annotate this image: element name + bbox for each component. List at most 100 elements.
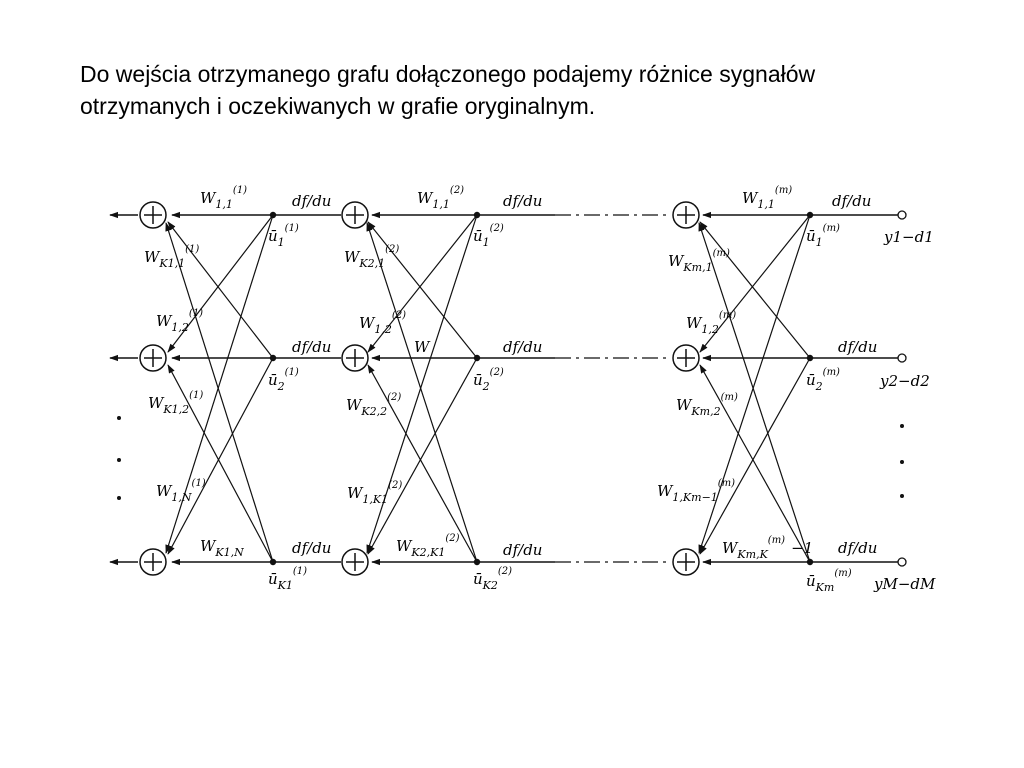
layerm-edge (699, 221, 811, 359)
input-label-1: y1−d1 (883, 228, 934, 246)
left-ellipsis (117, 416, 121, 500)
df-du-label: df/du (838, 539, 877, 557)
df-du-label: df/du (832, 192, 871, 210)
weight-label: W1,N(1) (156, 478, 206, 504)
weight-label: WK1,2(1) (148, 390, 203, 416)
df-du-label: df/du (292, 539, 331, 557)
caption-line-1: Do wejścia otrzymanego grafu dołączonego… (80, 61, 816, 87)
u-label-lm-1: ū1(m) (806, 223, 840, 249)
layerm-edges (698, 214, 811, 563)
layer2-edge (366, 222, 478, 563)
weight-label: W1,2(m) (686, 310, 736, 336)
weight-label: W1,1(2) (417, 185, 464, 211)
layer2-edge (367, 364, 478, 563)
weight-label: W1,2(1) (156, 308, 203, 334)
input-terminal-1 (897, 210, 907, 220)
layer2-edge (366, 214, 478, 554)
branch-node (806, 558, 814, 566)
input-terminals (897, 210, 907, 567)
weight-label: WK2,K1(2) (396, 533, 460, 559)
layer1-weight-labels: W1,1(1) WK1,1(1) W1,2(1) WK1,2(1) W1,N(1… (144, 185, 247, 559)
branch-node (473, 354, 481, 362)
layer2-weight-labels: W1,1(2) WK2,1(2) W1,2(2) W WK2,2(2) W1,K… (344, 185, 464, 559)
slide-caption: Do wejścia otrzymanego grafu dołączonego… (80, 58, 980, 122)
u-label-l2-k: ūK2(2) (473, 566, 512, 592)
branch-node (806, 211, 814, 219)
df-du-label: df/du (838, 338, 877, 356)
layerm-edge (699, 214, 811, 353)
input-label-m: yM−dM (873, 575, 936, 593)
input-terminal-m (897, 557, 907, 567)
df-du-label: df/du (503, 338, 542, 356)
layerm-edge (698, 214, 811, 554)
weight-label: W1,1(m) (742, 185, 792, 211)
layerm-edge (699, 357, 811, 555)
df-du-label: df/du (292, 338, 331, 356)
layerm-edge (698, 222, 811, 563)
weight-label: W1,K1(2) (347, 480, 402, 506)
input-label-2: y2−d2 (879, 372, 930, 390)
branch-node (269, 558, 277, 566)
dash-dot-continuations (555, 214, 668, 563)
layer2-edge (367, 357, 478, 555)
branch-node (806, 354, 814, 362)
weight-label: W1,1(1) (200, 185, 247, 211)
u-label-lm-k: ūKm(m) (806, 568, 852, 594)
summing-node-l2-2 (341, 344, 369, 372)
layer1-edge (167, 214, 274, 353)
layerm-buses (702, 211, 898, 566)
layer1-edges (165, 214, 274, 563)
input-labels: y1−d1 y2−d2 yM−dM (873, 228, 936, 593)
summing-node-l1-2 (139, 344, 167, 372)
layer1-buses (171, 211, 341, 566)
weight-label: WKm,1(m) (668, 248, 730, 274)
u-label-lm-2: ū2(m) (806, 367, 840, 393)
branch-node (473, 211, 481, 219)
layer1-edge (167, 357, 274, 555)
summing-node-lm-1 (672, 201, 700, 229)
u-label-l2-2: ū2(2) (473, 367, 504, 393)
layer2-buses (371, 211, 555, 566)
input-terminal-2 (897, 353, 907, 363)
u-label-l1-2: ū2(1) (268, 367, 299, 393)
layer1-edge (167, 364, 274, 563)
weight-label: WK1,N (200, 537, 244, 559)
layer2-edges (366, 214, 478, 563)
summing-node-l2-1 (341, 201, 369, 229)
df-du-label: df/du (503, 192, 542, 210)
layer2-edge (367, 214, 478, 353)
u-label-l1-k: ūK1(1) (268, 566, 307, 592)
output-arrows (109, 211, 138, 566)
df-du-label: df/du (292, 192, 331, 210)
weight-label: W (414, 338, 431, 356)
caption-line-2: otrzymanych i oczekiwanych w grafie oryg… (80, 93, 596, 119)
weight-label: WK2,2(2) (346, 392, 401, 418)
weight-label: WK2,1(2) (344, 244, 399, 270)
summing-node-lm-2 (672, 344, 700, 372)
u-label-l1-1: ū1(1) (268, 223, 299, 249)
weight-label: WKm,2(m) (676, 392, 738, 418)
right-ellipsis (900, 424, 904, 498)
layerm-edge (699, 364, 811, 563)
summing-node-l1-k (139, 548, 167, 576)
layer1-edge (165, 214, 274, 554)
layer2-edge (367, 221, 478, 359)
branch-node (473, 558, 481, 566)
layerm-weight-labels: W1,1(m) WKm,1(m) W1,2(m) WKm,2(m) W1,Km−… (657, 185, 813, 561)
u-node-labels: ū1(1) ū2(1) ūK1(1) ū1(2) ū2(2) ūK2(2) ū1… (268, 223, 852, 594)
u-label-l2-1: ū1(2) (473, 223, 504, 249)
summing-node-lm-k (672, 548, 700, 576)
derivative-nodes (269, 211, 814, 566)
weight-label: W1,Km−1(m) (657, 478, 735, 504)
layer1-edge (165, 222, 274, 563)
derivative-labels: df/du df/du df/du df/du df/du df/du df/d… (292, 192, 877, 559)
summing-node-l2-k (341, 548, 369, 576)
weight-label: WK1,1(1) (144, 244, 199, 270)
df-du-label: df/du (503, 541, 542, 559)
branch-node (269, 354, 277, 362)
layer1-edge (167, 221, 274, 359)
summing-node-l1-1 (139, 201, 167, 229)
weight-label: WKm,K(m)−1 (722, 535, 813, 561)
branch-node (269, 211, 277, 219)
